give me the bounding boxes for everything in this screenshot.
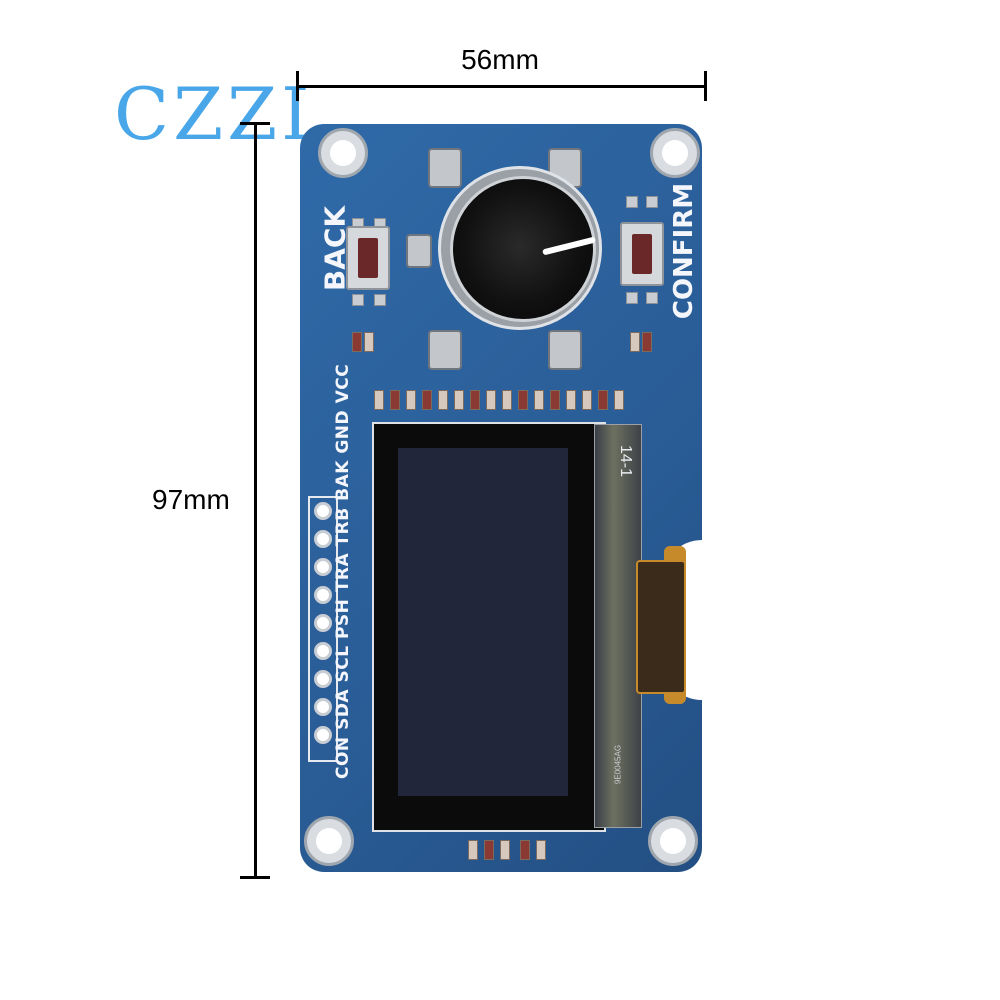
- smd-resistor: [550, 390, 560, 410]
- button-pad: [646, 292, 658, 304]
- rotary-encoder-knob[interactable]: [450, 176, 596, 322]
- smd-resistor: [422, 390, 432, 410]
- header-pin-gnd[interactable]: [314, 530, 332, 548]
- smd-resistor: [614, 390, 624, 410]
- smd-resistor: [364, 332, 374, 352]
- height-dimension-line: [254, 124, 257, 878]
- oled-screen: [398, 448, 568, 796]
- smd-resistor: [582, 390, 592, 410]
- encoder-pad: [406, 234, 432, 268]
- width-dimension-cap-left: [296, 71, 299, 101]
- header-pin-bak[interactable]: [314, 558, 332, 576]
- ribbon-cable: [636, 560, 686, 694]
- button-pad: [626, 196, 638, 208]
- smd-resistor: [484, 840, 494, 860]
- smd-resistor: [566, 390, 576, 410]
- header-pin-scl[interactable]: [314, 670, 332, 688]
- smd-resistor: [520, 840, 530, 860]
- encoder-pad: [428, 148, 462, 188]
- header-pin-con[interactable]: [314, 726, 332, 744]
- smd-resistor: [486, 390, 496, 410]
- brand-watermark: CZZL: [114, 72, 333, 156]
- button-pad: [646, 196, 658, 208]
- button-pad: [626, 292, 638, 304]
- oled-glass-edge: [594, 424, 642, 828]
- header-pin-tra[interactable]: [314, 614, 332, 632]
- smd-resistor: [390, 390, 400, 410]
- smd-resistor: [352, 332, 362, 352]
- header-pin-trb[interactable]: [314, 586, 332, 604]
- smd-resistor: [406, 390, 416, 410]
- mounting-hole-top-left: [318, 128, 368, 178]
- smd-resistor: [630, 332, 640, 352]
- smd-resistor: [502, 390, 512, 410]
- smd-resistor: [642, 332, 652, 352]
- oled-small-code: 9E0045AG: [613, 744, 623, 785]
- smd-resistor: [500, 840, 510, 860]
- oled-code: 14-1: [617, 444, 634, 478]
- back-button-actuator: [358, 238, 378, 278]
- smd-resistor: [438, 390, 448, 410]
- header-pin-sda[interactable]: [314, 698, 332, 716]
- encoder-pad: [548, 330, 582, 370]
- smd-resistor: [374, 390, 384, 410]
- height-dimension-cap-top: [240, 122, 270, 125]
- header-pin-psh[interactable]: [314, 642, 332, 660]
- smd-resistor: [598, 390, 608, 410]
- mounting-hole-top-right: [650, 128, 700, 178]
- mounting-hole-bottom-left: [304, 816, 354, 866]
- button-pad: [352, 294, 364, 306]
- confirm-label: CONFIRM: [669, 182, 699, 320]
- pin-labels: CON SDA SCL PSH TRA TRB BAK GND VCC: [333, 363, 353, 779]
- width-dimension-label: 56mm: [461, 44, 539, 75]
- header-pin-vcc[interactable]: [314, 502, 332, 520]
- back-button[interactable]: [346, 226, 390, 290]
- height-dimension-label: 97mm: [152, 484, 230, 515]
- pin-header-outline: [308, 496, 338, 762]
- width-dimension-cap-right: [704, 71, 707, 101]
- button-pad: [374, 294, 386, 306]
- confirm-button[interactable]: [620, 222, 664, 286]
- height-dimension-cap-bottom: [240, 876, 270, 879]
- confirm-button-actuator: [632, 234, 652, 274]
- smd-resistor: [536, 840, 546, 860]
- smd-resistor: [518, 390, 528, 410]
- encoder-pad: [428, 330, 462, 370]
- width-dimension-line: [298, 85, 706, 88]
- mounting-hole-bottom-right: [648, 816, 698, 866]
- smd-resistor: [534, 390, 544, 410]
- smd-resistor: [468, 840, 478, 860]
- smd-resistor: [454, 390, 464, 410]
- smd-resistor: [470, 390, 480, 410]
